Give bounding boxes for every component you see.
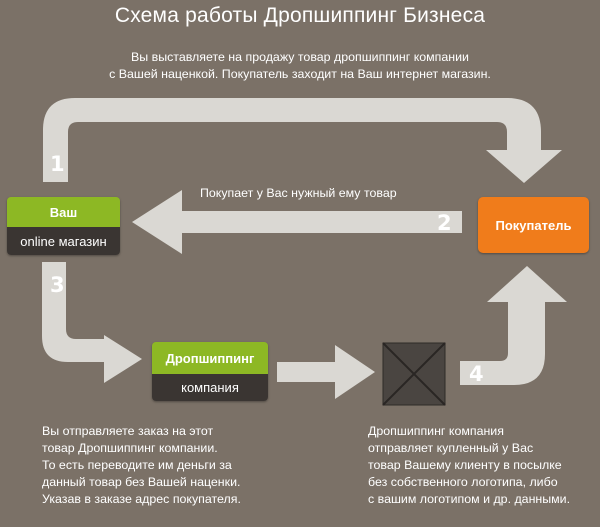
- arrow-dropshipper-to-parcel: [277, 345, 375, 399]
- step3-line: данный товар без Вашей наценки.: [42, 475, 241, 489]
- step3-number: 3: [50, 273, 65, 297]
- arrow-step2-buyer-to-shop: [132, 190, 462, 254]
- buyer-node: Покупатель: [478, 197, 589, 253]
- step4-description: Дропшиппинг компания отправляет купленны…: [368, 423, 570, 508]
- step3-line: Указав в заказе адрес покупателя.: [42, 492, 241, 506]
- step1-line: Вы выставляете на продажу товар дропшипп…: [131, 50, 469, 64]
- step4-line: с вашим логотипом и др. данными.: [368, 492, 571, 506]
- online-shop-title: Ваш: [7, 197, 120, 227]
- step1-line: с Вашей наценкой. Покупатель заходит на …: [109, 67, 491, 81]
- arrow-step1-shop-to-buyer: [43, 98, 562, 183]
- page-title: Схема работы Дропшиппинг Бизнеса: [114, 4, 486, 27]
- dropshipping-company-node: Дропшиппинг компания: [152, 342, 268, 401]
- online-shop-subtitle: online магазин: [7, 227, 120, 255]
- step4-line: товар Вашему клиенту в посылке: [368, 458, 562, 472]
- step1-description: Вы выставляете на продажу товар дропшипп…: [60, 49, 540, 83]
- step3-line: Вы отправляете заказ на этот: [42, 424, 214, 438]
- step2-description: Покупает у Вас нужный ему товар: [200, 186, 397, 200]
- arrow-step3-shop-to-dropshipper: [42, 262, 142, 383]
- step4-number: 4: [469, 362, 484, 386]
- step2-number: 2: [437, 211, 452, 235]
- step4-line: Дропшиппинг компания: [368, 424, 504, 438]
- step4-line: отправляет купленный у Вас: [368, 441, 534, 455]
- parcel-box-icon: [382, 342, 446, 406]
- online-shop-node: Ваш online магазин: [7, 197, 120, 255]
- step3-description: Вы отправляете заказ на этот товар Дропш…: [42, 423, 241, 508]
- step1-number: 1: [50, 152, 65, 176]
- step4-line: без собственного логотипа, либо: [368, 475, 558, 489]
- arrow-step4-parcel-to-buyer: [460, 266, 567, 385]
- dropshipping-company-title: Дропшиппинг: [152, 342, 268, 374]
- step3-line: товар Дропшиппинг компании.: [42, 441, 218, 455]
- step3-line: То есть переводите им деньги за: [42, 458, 232, 472]
- dropshipping-company-subtitle: компания: [152, 374, 268, 401]
